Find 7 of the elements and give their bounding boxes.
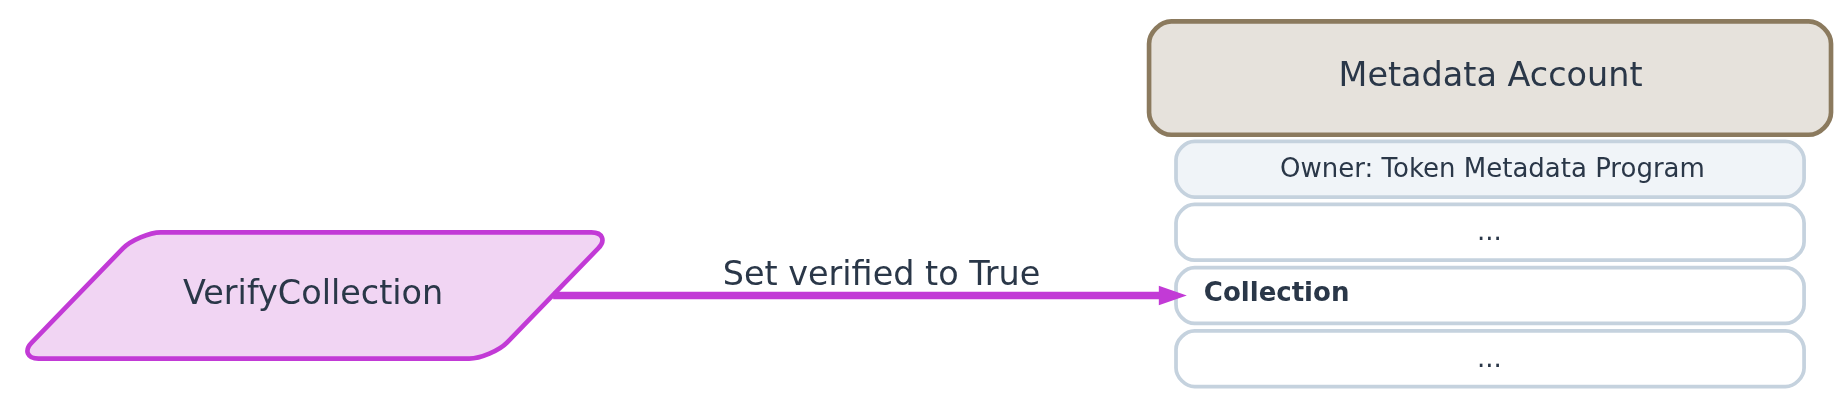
node-box: Collection (1174, 265, 1806, 326)
arrow (553, 285, 1187, 306)
node-box: Owner: Token Metadata Program (1174, 139, 1806, 199)
node-box: Metadata Account (1146, 19, 1834, 138)
edge-label: Set verified to True (722, 254, 1041, 294)
node-box: ... (1174, 202, 1806, 263)
node-box: ... (1174, 328, 1806, 389)
